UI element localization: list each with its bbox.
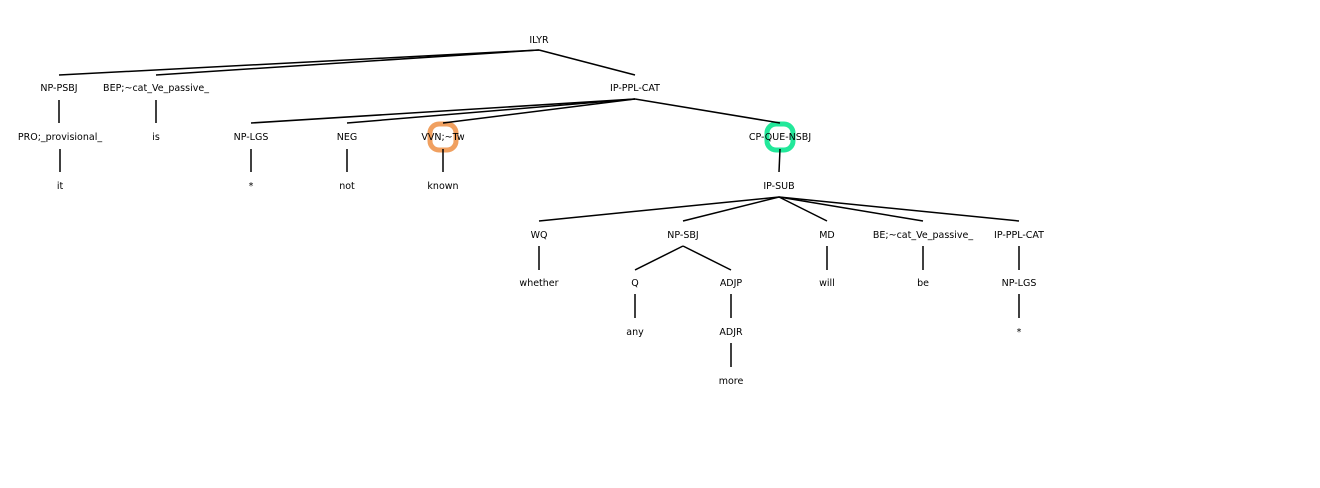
node-star-low: * xyxy=(1017,327,1022,338)
node-np-lgs-low: NP-LGS xyxy=(1002,278,1037,289)
node-whether: whether xyxy=(519,278,558,289)
node-bep: BEP;~cat_Ve_passive_ xyxy=(103,83,209,94)
node-star: * xyxy=(249,181,254,192)
node-np-sbj: NP-SBJ xyxy=(667,230,698,241)
node-adjr: ADJR xyxy=(719,327,743,338)
node-any: any xyxy=(626,327,644,338)
node-known: known xyxy=(427,181,458,192)
edge-ip-sub-wq xyxy=(538,196,780,222)
edge-ip-ppl-cat-cp-que-nsbj xyxy=(634,98,781,124)
node-vvn: VVN;~Tw xyxy=(421,132,464,143)
node-ip-ppl-cat-low: IP-PPL-CAT xyxy=(994,230,1044,241)
tree-nodes: ILYR NP-PSBJ BEP;~cat_Ve_passive_ IP-PPL… xyxy=(18,35,1044,387)
node-q: Q xyxy=(631,278,638,289)
node-md: MD xyxy=(819,230,835,241)
node-cp-que-nsbj: CP-QUE-NSBJ xyxy=(749,132,811,143)
tree-edges xyxy=(58,49,1020,367)
node-more: more xyxy=(719,376,744,387)
edge-ip-sub-np-sbj xyxy=(682,196,780,222)
edge-np-sbj-adjp xyxy=(682,245,732,271)
node-be: be xyxy=(917,278,929,289)
node-wq: WQ xyxy=(531,230,548,241)
node-np-psbj: NP-PSBJ xyxy=(40,83,77,94)
node-ip-sub: IP-SUB xyxy=(763,181,794,192)
edge-ip-sub-md xyxy=(778,196,828,222)
edge-ilyr-ip-ppl-cat xyxy=(538,49,636,76)
node-is: is xyxy=(152,132,160,143)
node-np-lgs: NP-LGS xyxy=(234,132,269,143)
edge-ip-ppl-cat-neg xyxy=(346,98,636,124)
node-neg: NEG xyxy=(337,132,357,143)
node-adjp: ADJP xyxy=(720,278,743,289)
edge-ip-ppl-cat-vvn xyxy=(442,98,636,124)
node-not: not xyxy=(339,181,355,192)
node-will: will xyxy=(819,278,835,289)
edge-ilyr-np-psbj xyxy=(58,49,540,76)
edge-ip-sub-be xyxy=(778,196,924,222)
node-ilyr: ILYR xyxy=(529,35,549,46)
edge-np-sbj-q xyxy=(634,245,684,271)
node-it: it xyxy=(57,181,64,192)
node-ip-ppl-cat: IP-PPL-CAT xyxy=(610,83,660,94)
node-be-tag: BE;~cat_Ve_passive_ xyxy=(873,230,973,241)
edge-ilyr-bep xyxy=(155,49,540,76)
edge-ip-ppl-cat-np-lgs xyxy=(250,98,636,124)
edge-cp-que-nsbj-ip-sub xyxy=(778,148,781,173)
node-pro: PRO;_provisional_ xyxy=(18,132,102,143)
edge-ip-sub-ip-ppl-cat xyxy=(778,196,1020,222)
